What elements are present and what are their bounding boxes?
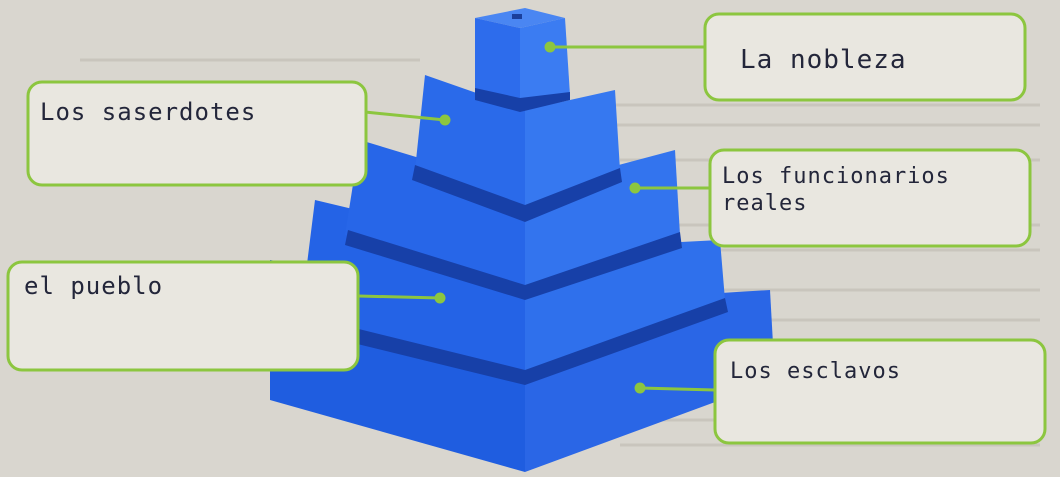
label-funcionarios-line1: Los funcionarios xyxy=(722,164,950,189)
tier-grooves xyxy=(300,88,728,385)
label-nobleza: La nobleza xyxy=(740,45,907,75)
tier-nobleza-front xyxy=(475,18,520,100)
box-esclavos xyxy=(713,338,1047,445)
pyramid-top-hole xyxy=(512,14,522,19)
box-sacerdotes xyxy=(26,80,368,187)
box-funcionarios xyxy=(708,148,1032,248)
box-nobleza xyxy=(703,12,1027,102)
box-pueblo xyxy=(6,260,360,372)
label-pueblo: el pueblo xyxy=(24,272,163,300)
label-esclavos: Los esclavos xyxy=(730,359,901,384)
label-boxes xyxy=(6,12,1047,445)
tier-nobleza-side xyxy=(520,18,570,100)
connectors xyxy=(357,41,716,394)
label-sacerdotes: Los saserdotes xyxy=(40,98,256,126)
label-funcionarios-line2: reales xyxy=(722,191,807,216)
stepped-pyramid xyxy=(270,8,775,472)
